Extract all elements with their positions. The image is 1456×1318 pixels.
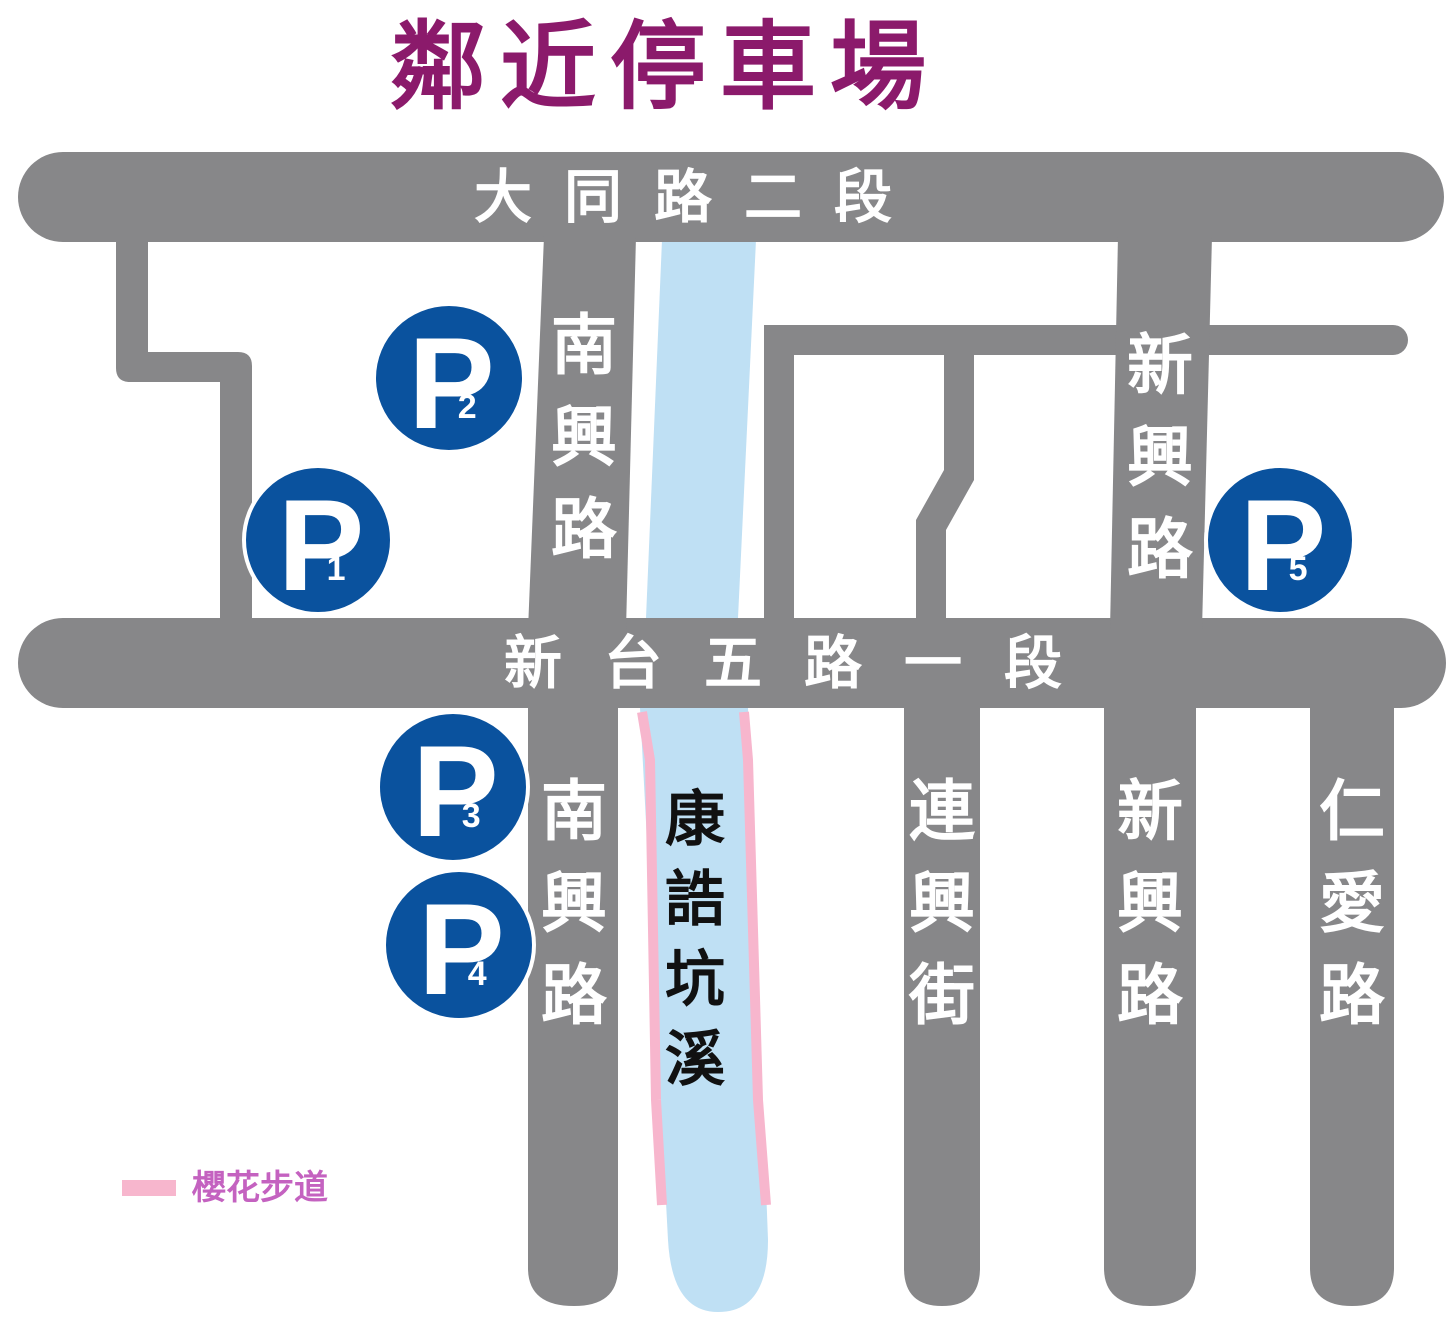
parking-number: 1 [326,549,346,588]
road-label-xinxing-lower: 新興路 [1117,773,1183,1034]
roads [18,152,1446,1306]
road-nanxing-upper [528,236,636,630]
road-inner-horizontal [764,325,1408,355]
road-renai [1310,700,1394,1306]
road-label-xintai5: 新台五路一段 [504,629,1105,697]
road-label-datong: 大同路二段 [474,163,925,231]
road-label-renai: 仁愛路 [1319,773,1385,1034]
road-nanxing-lower [528,700,618,1306]
road-left-jog [116,230,252,630]
road-datong [18,152,1444,242]
legend-label: 櫻花步道 [192,1168,328,1208]
sakura-path-left [637,711,667,1206]
road-label-nanxing-upper: 南興路 [551,307,617,568]
road-lianxing [904,700,980,1306]
river-upper [646,240,756,618]
parking-icon: P [418,875,505,1022]
parking-marker-3[interactable]: P 3 [376,710,530,864]
road-inner-diagonal [916,350,974,630]
road-xinxing-lower [1104,700,1196,1306]
parking-number: 2 [457,387,477,426]
parking-number: 3 [461,796,481,835]
river-label: 康誥坑溪 [665,785,725,1095]
river-lower [640,708,768,1312]
sakura-path-swatch-icon [122,1180,176,1196]
page-title: 鄰近停車場 [390,11,940,123]
legend: 櫻花步道 [122,1168,328,1208]
sakura-path-right [739,711,771,1206]
parking-marker-5[interactable]: P 5 [1204,464,1356,616]
road-xintai5 [18,618,1446,708]
parking-marker-2[interactable]: P 2 [372,302,526,454]
parking-number: 4 [467,954,487,993]
road-label-nanxing-lower: 南興路 [541,773,607,1034]
parking-icon: P [408,309,495,456]
road-label-xinxing-upper: 新興路 [1127,327,1193,588]
road-label-lianxing: 連興街 [909,773,975,1034]
road-xinxing-upper [1110,236,1212,630]
parking-marker-1[interactable]: P 1 [242,464,394,616]
parking-icon: P [1239,471,1327,618]
parking-icon: P [277,471,365,618]
parking-icon: P [412,717,499,864]
road-inner-left [764,325,794,630]
parking-number: 5 [1288,549,1308,588]
parking-marker-4[interactable]: P 4 [382,868,536,1022]
